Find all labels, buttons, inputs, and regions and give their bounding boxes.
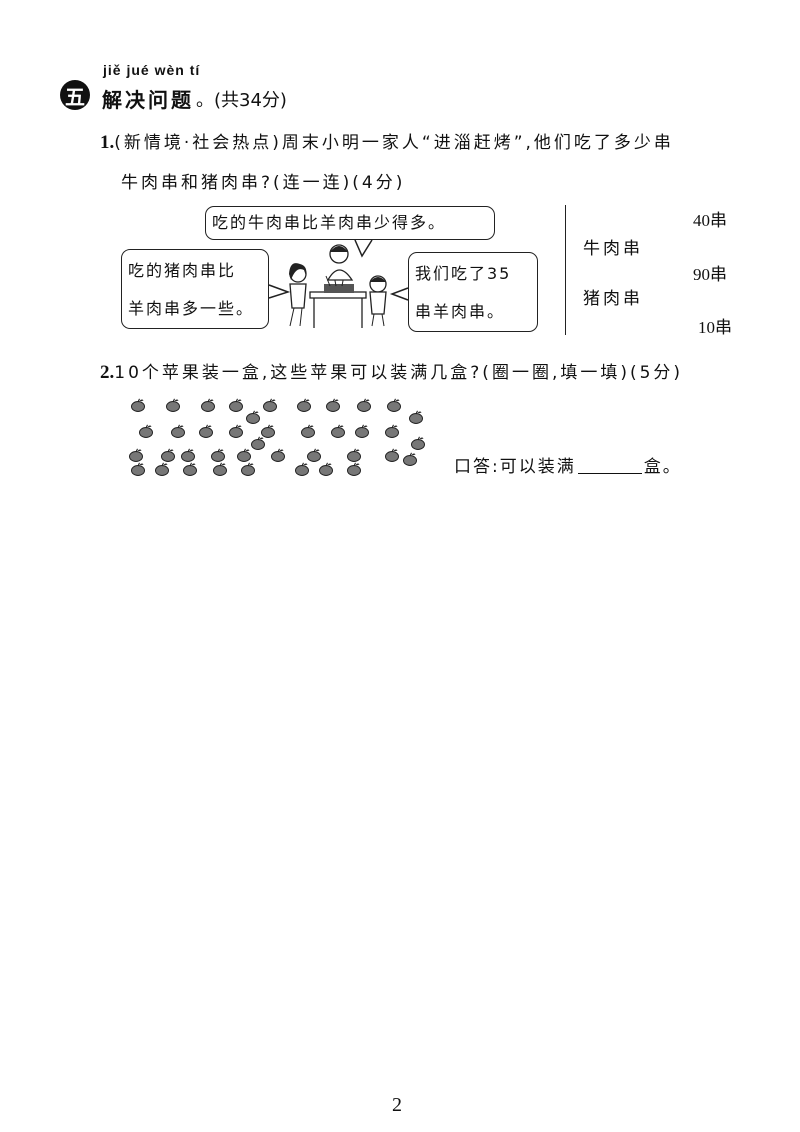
apple-icon xyxy=(301,424,315,438)
speech-bubble-right: 我们吃了35 串羊肉串。 xyxy=(408,252,538,332)
apple-icon xyxy=(307,448,321,462)
apple-icon xyxy=(161,448,175,462)
q2-answer-prefix: 口答:可以装满 xyxy=(454,457,576,477)
q1-text-line2: 牛肉串和猪肉串?(连一连)(4分) xyxy=(121,173,406,193)
speech-bubble-left: 吃的猪肉串比 羊肉串多一些。 xyxy=(121,249,269,329)
q2-number: 2. xyxy=(100,362,115,383)
apple-icon xyxy=(263,398,277,412)
apple-icon xyxy=(387,398,401,412)
section-title: 解决问题 xyxy=(102,88,194,112)
option-value-40: 40串 xyxy=(693,211,727,230)
apple-icon xyxy=(155,462,169,476)
apple-icon xyxy=(237,448,251,462)
apple-icon xyxy=(129,448,143,462)
apple-icon xyxy=(295,462,309,476)
option-value-90: 90串 xyxy=(693,265,727,284)
apple-icon xyxy=(181,448,195,462)
q2-answer: 口答:可以装满 盒。 xyxy=(454,452,682,477)
q1-text-line1: (新情境·社会热点)周末小明一家人“进淄赶烤”,他们吃了多少串 xyxy=(114,133,674,153)
apple-icon xyxy=(297,398,311,412)
apple-icon xyxy=(213,462,227,476)
speech-bubble-left-line2: 羊肉串多一些。 xyxy=(128,299,255,318)
apple-icon xyxy=(166,398,180,412)
section-badge: 五 xyxy=(60,80,90,110)
section-score: 。(共34分) xyxy=(196,90,287,111)
apple-icon xyxy=(201,398,215,412)
section-pinyin: jiě jué wèn tí xyxy=(103,62,201,78)
apple-icon xyxy=(319,462,333,476)
q2-answer-suffix: 盒。 xyxy=(643,457,682,477)
speech-bubble-right-line2: 串羊肉串。 xyxy=(415,302,506,321)
apple-icon xyxy=(229,424,243,438)
apple-icon xyxy=(211,448,225,462)
speech-bubble-top-text: 吃的牛肉串比羊肉串少得多。 xyxy=(212,213,447,232)
apple-icon xyxy=(271,448,285,462)
option-label-beef: 牛肉串 xyxy=(583,239,643,259)
speech-bubble-left-line1: 吃的猪肉串比 xyxy=(128,261,237,280)
apple-icon xyxy=(347,462,361,476)
match-divider xyxy=(565,205,566,335)
q1-line1: 1.(新情境·社会热点)周末小明一家人“进淄赶烤”,他们吃了多少串 xyxy=(100,128,674,154)
apple-icon xyxy=(326,398,340,412)
apple-icon xyxy=(347,448,361,462)
option-value-10: 10串 xyxy=(698,318,732,337)
option-label-pork: 猪肉串 xyxy=(583,289,643,309)
page-number: 2 xyxy=(392,1094,402,1116)
q2-text: 10个苹果装一盒,这些苹果可以装满几盒?(圈一圈,填一填)(5分) xyxy=(114,363,684,383)
answer-blank[interactable] xyxy=(577,457,642,474)
q1-number: 1. xyxy=(100,132,115,153)
apple-icon xyxy=(409,410,423,424)
apple-icon xyxy=(385,424,399,438)
apple-icon xyxy=(331,424,345,438)
q2-line: 2.10个苹果装一盒,这些苹果可以装满几盒?(圈一圈,填一填)(5分) xyxy=(100,358,683,384)
apple-icon xyxy=(139,424,153,438)
apple-icon xyxy=(355,424,369,438)
apple-icon xyxy=(241,462,255,476)
apple-icon xyxy=(357,398,371,412)
apple-icon xyxy=(229,398,243,412)
apple-icon xyxy=(131,398,145,412)
apple-icon xyxy=(171,424,185,438)
apple-icon xyxy=(411,436,425,450)
apple-icon xyxy=(261,424,275,438)
apple-icon xyxy=(385,448,399,462)
apple-icon xyxy=(131,462,145,476)
apple-field xyxy=(0,0,800,476)
speech-bubble-top: 吃的牛肉串比羊肉串少得多。 xyxy=(205,206,495,240)
speech-bubble-right-line1: 我们吃了35 xyxy=(415,264,512,283)
apple-icon xyxy=(246,410,260,424)
family-eating-illustration xyxy=(268,239,409,328)
apple-icon xyxy=(403,452,417,466)
apple-icon xyxy=(183,462,197,476)
apple-icon xyxy=(199,424,213,438)
apple-icon xyxy=(251,436,265,450)
